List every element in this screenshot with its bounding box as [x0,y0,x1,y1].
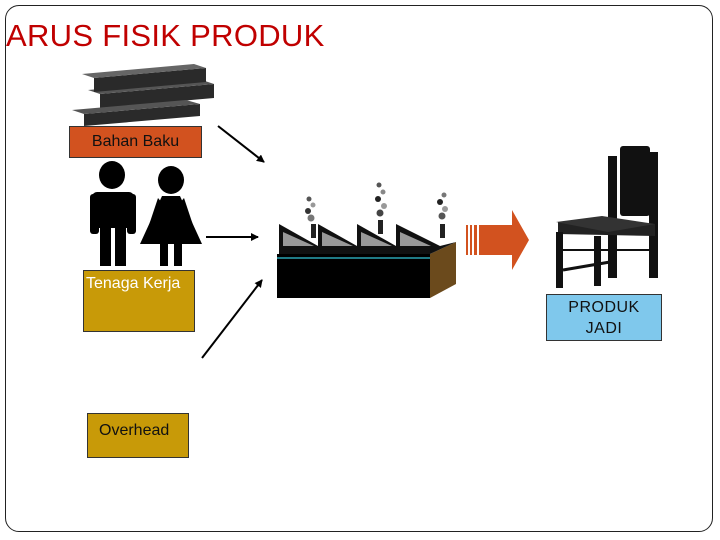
slide-frame [5,5,713,532]
bahan-baku-label: Bahan Baku [91,133,180,150]
produk-jadi-label-line1: PRODUK [568,299,640,316]
overhead-box: Overhead [87,413,189,458]
process-arrow-icon [466,210,529,270]
arrow-overhead [201,279,263,359]
bahan-baku-box: Bahan Baku [69,126,202,158]
slide-title: ARUS FISIK PRODUK [6,18,325,53]
tenaga-kerja-label: Tenaga Kerja [86,275,181,292]
produk-jadi-label-line2: JADI [585,320,623,337]
worker-man-icon [90,161,136,266]
produk-jadi-box: PRODUK JADI [546,294,662,341]
tenaga-kerja-box: Tenaga Kerja [83,270,195,332]
material-sheets-icon [72,64,214,126]
worker-woman-icon [140,166,202,266]
chair-icon [556,146,658,288]
overhead-label: Overhead [99,422,170,439]
factory-icon [277,182,456,298]
arrow-bahan-baku [217,125,265,163]
